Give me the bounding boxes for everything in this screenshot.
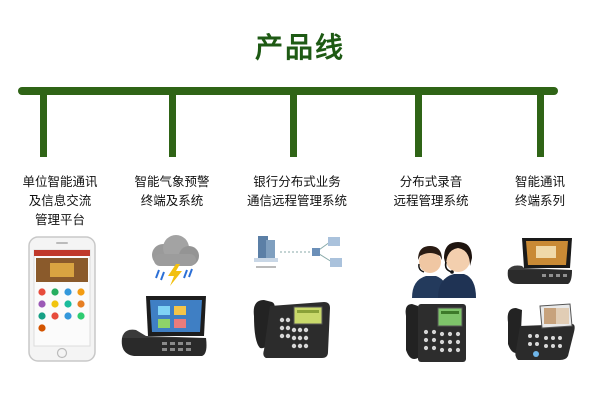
product-label-5: 智能通讯 终端系列	[475, 172, 600, 210]
product-label-line: 银行分布式业务	[253, 174, 341, 189]
product-label-line: 智能通讯	[514, 174, 565, 189]
recording-phone-icon	[405, 304, 466, 362]
desk-terminal-icon	[121, 296, 207, 356]
smartphone-icon	[28, 236, 96, 362]
headset-operators-icon	[412, 242, 476, 298]
product-label-line: 通信远程管理系统	[246, 193, 347, 208]
timeline-stem-4	[415, 95, 422, 157]
network-diagram-icon	[254, 236, 342, 268]
product-label-4: 分布式录音 远程管理系统	[366, 172, 496, 210]
product-label-line: 终端及系统	[140, 193, 204, 208]
product-label-line: 单位智能通讯	[22, 174, 98, 189]
timeline-stem-5	[537, 95, 544, 157]
product-label-line: 及信息交流	[28, 193, 92, 208]
product-label-2: 智能气象预警 终端及系统	[107, 172, 237, 210]
product-label-1: 单位智能通讯 及信息交流 管理平台	[0, 172, 125, 229]
product-label-3: 银行分布式业务 通信远程管理系统	[232, 172, 362, 210]
product-label-line: 远程管理系统	[393, 193, 469, 208]
smart-terminal-icon	[507, 238, 572, 284]
timeline-stem-3	[290, 95, 297, 157]
timeline-stem-1	[40, 95, 47, 157]
product-label-line: 管理平台	[34, 212, 85, 227]
timeline-bar	[18, 87, 558, 95]
timeline-stem-2	[169, 95, 176, 157]
product-label-line: 分布式录音	[399, 174, 463, 189]
weather-cloud-icon	[152, 235, 199, 286]
video-phone-icon	[507, 303, 575, 360]
product-label-line: 智能气象预警	[134, 174, 210, 189]
product-label-line: 终端系列	[514, 193, 565, 208]
desk-phone-icon	[253, 300, 330, 358]
page-title: 产品线	[254, 31, 345, 64]
